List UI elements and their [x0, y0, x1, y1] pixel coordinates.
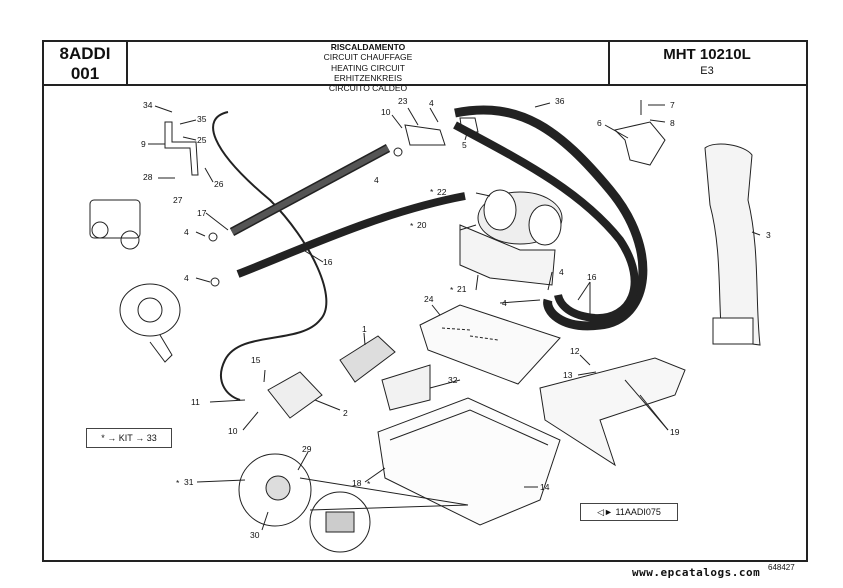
star-18: *	[367, 479, 371, 489]
cross-reference-label: 11AADI075	[615, 507, 661, 517]
callout-14: 14	[540, 482, 550, 492]
callout-35: 35	[197, 114, 207, 124]
callout-4a: 4	[184, 227, 189, 237]
grille-1	[339, 335, 396, 383]
callout-1: 1	[362, 324, 367, 334]
callout-16b: 16	[587, 272, 597, 282]
callout-30: 30	[250, 530, 260, 540]
callout-8: 8	[670, 118, 675, 128]
connector-30	[238, 453, 312, 527]
water-pump	[119, 283, 181, 337]
callout-6: 6	[597, 118, 602, 128]
callout-29: 29	[302, 444, 312, 454]
heater-core-20	[459, 224, 556, 286]
callout-22: 22	[437, 187, 447, 197]
kit-star: *	[101, 433, 105, 443]
callout-36: 36	[555, 96, 565, 106]
callout-34: 34	[143, 100, 153, 110]
callout-5: 5	[462, 140, 467, 150]
callout-15: 15	[251, 355, 261, 365]
callout-18: 18	[352, 478, 362, 488]
kit-arrow-icon-2: →	[135, 433, 145, 443]
bracket-6	[614, 121, 666, 166]
callout-16a: 16	[323, 257, 333, 267]
callout-12: 12	[570, 346, 580, 356]
callout-24: 24	[424, 294, 434, 304]
callout-10b: 10	[228, 426, 238, 436]
callout-9: 9	[141, 139, 146, 149]
model-block: MHT 10210L E3	[608, 42, 806, 84]
callout-4f: 4	[374, 175, 379, 185]
edition-code: E3	[700, 65, 714, 77]
callout-11: 11	[191, 397, 200, 407]
kit-label: KIT	[118, 433, 133, 443]
title-de: ERHITZENKREIS	[333, 72, 402, 83]
star-31: *	[176, 478, 180, 488]
callout-4e: 4	[184, 273, 189, 283]
duct-19	[539, 357, 686, 467]
callout-28: 28	[143, 172, 153, 182]
drawing-number: 648427	[768, 563, 795, 572]
callout-25: 25	[197, 135, 207, 145]
filter-pad-24	[419, 304, 561, 385]
valve-body	[89, 199, 141, 239]
title-fr: CIRCUIT CHAUFFAGE	[323, 52, 413, 63]
star-20: *	[410, 221, 414, 231]
tap-23	[404, 124, 446, 146]
callout-17: 17	[197, 208, 207, 218]
callout-2: 2	[343, 408, 348, 418]
callout-13: 13	[563, 370, 573, 380]
section-code-line1: 8ADDI	[59, 44, 111, 63]
callout-19: 19	[670, 427, 680, 437]
hose-lower	[236, 192, 466, 278]
callout-4b: 4	[429, 98, 434, 108]
hose-16-right	[453, 121, 639, 323]
callout-4d: 4	[502, 298, 507, 308]
bracket-9	[164, 121, 199, 176]
title-en: HEATING CIRCUIT	[331, 62, 405, 73]
title-es: CIRCUITO CALDEO	[328, 83, 408, 94]
kit-reference-box: * → KIT → 33	[86, 428, 172, 448]
star-21: *	[450, 285, 454, 295]
vent-32	[381, 364, 431, 411]
arrow-left-icon: ◁►	[597, 506, 613, 517]
callout-23: 23	[398, 96, 408, 106]
watermark: www.epcatalogs.com	[632, 566, 761, 579]
callout-26: 26	[214, 179, 224, 189]
star-22: *	[430, 187, 434, 197]
cross-reference-box[interactable]: ◁► 11AADI075	[580, 503, 678, 521]
callout-27: 27	[173, 195, 183, 205]
section-code: 8ADDI 001	[44, 42, 128, 84]
callout-3: 3	[766, 230, 771, 240]
section-code-line2: 001	[70, 64, 100, 83]
callout-7: 7	[670, 100, 675, 110]
callout-20: 20	[417, 220, 427, 230]
callout-4c: 4	[559, 267, 564, 277]
drawing-frame	[42, 86, 808, 562]
callout-32: 32	[448, 375, 458, 385]
hose-36	[454, 105, 648, 331]
hose-16-left	[212, 111, 328, 401]
heater-box-18	[377, 397, 561, 526]
title-it: RISCALDAMENTO	[330, 42, 406, 52]
kit-ref: 33	[146, 433, 157, 443]
kit-arrow-icon: →	[107, 433, 117, 443]
callout-21: 21	[457, 284, 467, 294]
control-panel-2	[267, 371, 323, 419]
air-duct-3	[704, 143, 761, 346]
model-code: MHT 10210L	[663, 46, 751, 63]
title-block: 8ADDI 001 RISCALDAMENTO CIRCUIT CHAUFFAG…	[42, 40, 808, 93]
callout-31: 31	[184, 477, 194, 487]
multilingual-title: RISCALDAMENTO CIRCUIT CHAUFFAGE HEATING …	[128, 42, 610, 93]
callout-10a: 10	[381, 107, 391, 117]
connector-zoom	[309, 491, 371, 553]
